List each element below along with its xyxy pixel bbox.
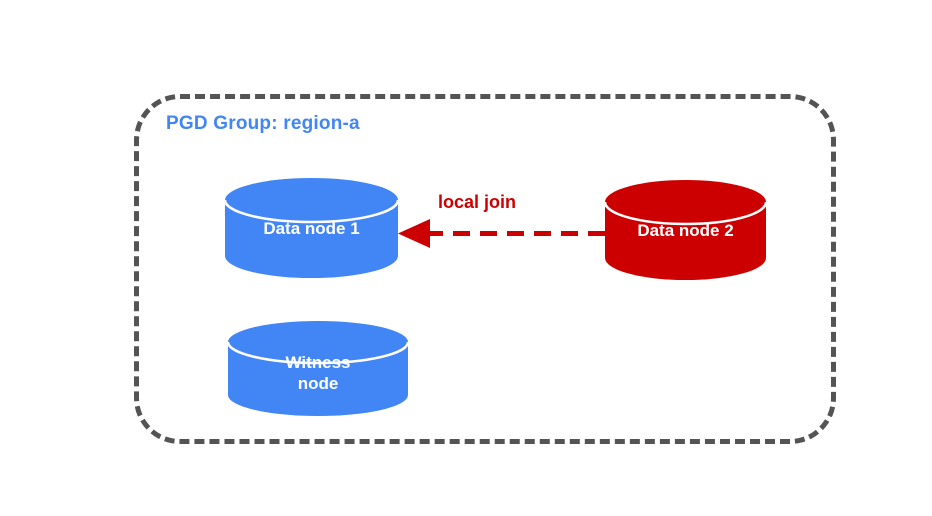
- cylinder-shape-icon: [223, 178, 400, 278]
- pgd-group-label: PGD Group: region-a: [166, 113, 360, 134]
- data-node-2-cylinder[interactable]: Data node 2: [603, 180, 768, 280]
- local-join-arrow: [396, 216, 612, 252]
- cylinder-shape-icon: [226, 321, 410, 416]
- dashed-arrow-icon: [398, 219, 612, 248]
- data-node-1-cylinder[interactable]: Data node 1: [223, 178, 400, 278]
- witness-node-cylinder[interactable]: Witness node: [226, 321, 410, 416]
- cylinder-shape-icon: [603, 180, 768, 280]
- pgd-group-container: [134, 94, 836, 444]
- local-join-label: local join: [438, 192, 517, 212]
